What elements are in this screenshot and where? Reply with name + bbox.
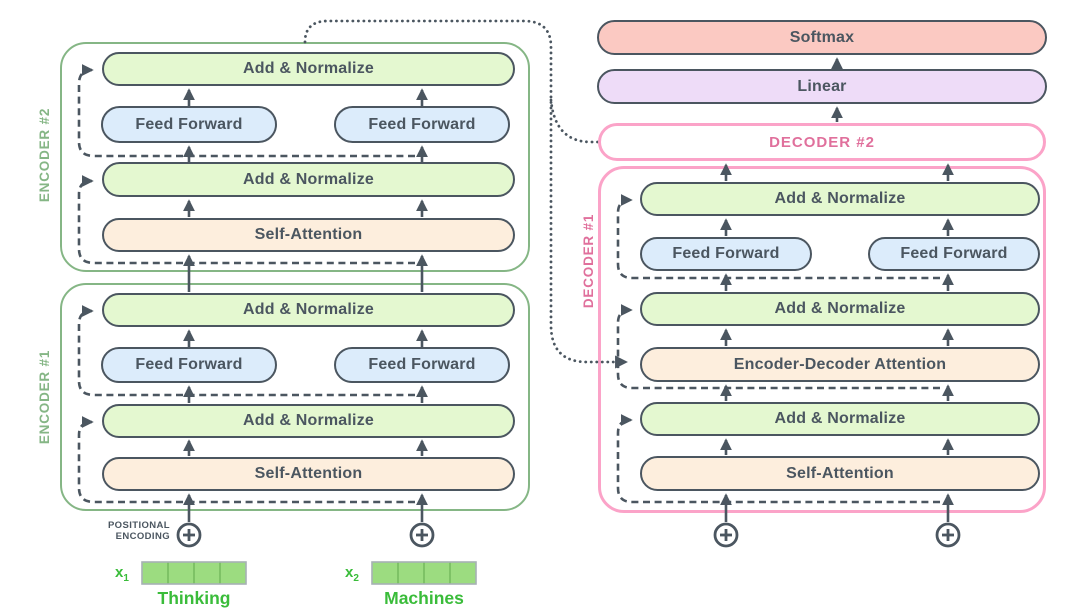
plus-circle-icon <box>935 522 961 548</box>
e2-ff-left-label: Feed Forward <box>135 115 243 133</box>
d1-ff-left-label: Feed Forward <box>672 245 780 262</box>
softmax-pill: Softmax <box>597 20 1047 55</box>
plus-circle-icon <box>409 522 435 548</box>
e2-self-attention: Self-Attention <box>102 218 515 252</box>
e1-feed-forward-right: Feed Forward <box>334 347 510 383</box>
d1-add-normalize-mid-label: Add & Normalize <box>774 300 906 317</box>
linear-label: Linear <box>797 77 847 95</box>
x1-base: x <box>115 564 124 581</box>
e1-feed-forward-left: Feed Forward <box>101 347 277 383</box>
e2-add-normalize-mid-label: Add & Normalize <box>242 170 374 188</box>
decoder2-box: DECODER #2 <box>598 123 1046 161</box>
d1-self-attention: Self-Attention <box>640 456 1040 491</box>
e1-add-normalize-mid: Add & Normalize <box>102 404 515 438</box>
encoder2-side-label-text: ENCODER #2 <box>36 107 52 203</box>
encoder-output-to-decoder2-path <box>549 98 630 149</box>
decoder1-side-label: DECODER #1 <box>579 201 597 321</box>
e1-add-normalize-top-label: Add & Normalize <box>242 301 374 318</box>
residual-loop-e1-bottom <box>77 416 415 504</box>
input-word-machines-text: Machines <box>384 588 464 608</box>
decoder2-label: DECODER #2 <box>769 133 875 151</box>
d1-ff-right-label: Feed Forward <box>900 245 1008 262</box>
d1-add-normalize-bot: Add & Normalize <box>640 402 1040 436</box>
e1-add-normalize-top: Add & Normalize <box>102 293 515 327</box>
e2-add-normalize-top-label: Add & Normalize <box>242 60 374 77</box>
x1-subscript: 1 <box>123 573 129 584</box>
e1-self-attention: Self-Attention <box>102 457 515 491</box>
x2-subscript: 2 <box>353 573 359 584</box>
x2-base: x <box>345 564 354 581</box>
residual-loop-e2-bottom <box>77 175 415 265</box>
residual-loop-e2-top <box>77 64 415 158</box>
d1-feed-forward-right: Feed Forward <box>868 237 1040 271</box>
positional-adders <box>176 522 961 548</box>
decoder1-side-label-text: DECODER #1 <box>580 213 596 309</box>
positional-encoding-line2: ENCODING <box>115 530 170 542</box>
e2-add-normalize-mid: Add & Normalize <box>102 162 515 197</box>
residual-loop-d1-bottom <box>616 414 940 504</box>
residual-loop-d1-top <box>616 194 940 280</box>
e2-ff-right-label: Feed Forward <box>368 115 476 133</box>
e2-self-attention-label: Self-Attention <box>254 226 363 243</box>
residual-loop-d1-mid <box>616 304 940 390</box>
encoder2-frame <box>60 42 530 272</box>
encoder1-side-label-text: ENCODER #1 <box>36 349 52 445</box>
input-word-machines: Machines <box>354 588 494 609</box>
x1-vector <box>141 561 247 585</box>
encoder1-frame <box>60 283 530 511</box>
positional-encoding-line1: POSITIONAL <box>107 520 170 531</box>
d1-add-normalize-bot-label: Add & Normalize <box>774 410 906 427</box>
e1-ff-left-label: Feed Forward <box>135 356 243 373</box>
softmax-label: Softmax <box>789 28 855 46</box>
positional-encoding-caption: POSITIONAL ENCODING <box>80 520 170 542</box>
encoder-output-to-encdec-attention-path <box>303 19 628 369</box>
e2-feed-forward-right: Feed Forward <box>334 106 510 143</box>
x2-vector <box>371 561 477 585</box>
encoder2-side-label: ENCODER #2 <box>35 95 53 215</box>
d1-self-attention-label: Self-Attention <box>786 464 894 482</box>
residual-loop-e1-top <box>77 305 415 397</box>
plus-circle-icon <box>176 522 202 548</box>
linear-pill: Linear <box>597 69 1047 104</box>
d1-feed-forward-left: Feed Forward <box>640 237 812 271</box>
input-word-thinking-text: Thinking <box>157 588 231 608</box>
d1-add-normalize-top: Add & Normalize <box>640 182 1040 216</box>
decoder1-frame <box>598 166 1046 513</box>
d1-add-normalize-top-label: Add & Normalize <box>774 190 906 207</box>
d1-add-normalize-mid: Add & Normalize <box>640 292 1040 326</box>
x1-label: x1 <box>115 564 129 584</box>
d1-encdec-attention-label: Encoder-Decoder Attention <box>733 355 947 373</box>
e2-feed-forward-left: Feed Forward <box>101 106 277 143</box>
e1-add-normalize-mid-label: Add & Normalize <box>242 412 374 429</box>
e1-self-attention-label: Self-Attention <box>254 465 363 482</box>
encoder1-side-label: ENCODER #1 <box>35 337 53 457</box>
d1-encoder-decoder-attention: Encoder-Decoder Attention <box>640 347 1040 382</box>
x2-label: x2 <box>345 564 359 584</box>
e2-add-normalize-top: Add & Normalize <box>102 52 515 86</box>
plus-circle-icon <box>713 522 739 548</box>
e1-ff-right-label: Feed Forward <box>368 356 476 373</box>
input-word-thinking: Thinking <box>124 588 264 609</box>
